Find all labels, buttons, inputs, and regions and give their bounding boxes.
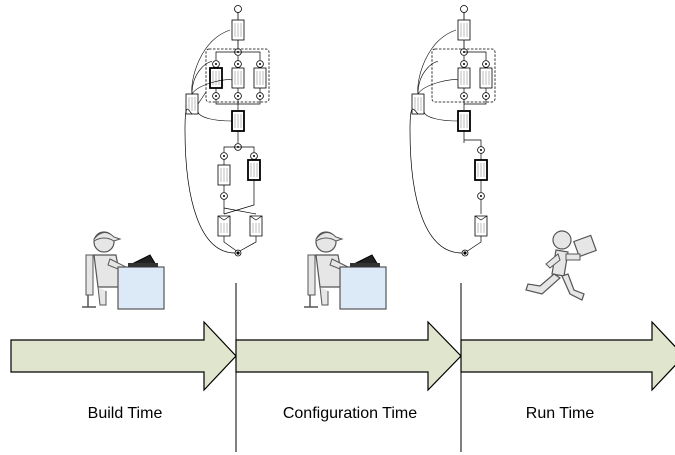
process-model-build xyxy=(184,5,270,257)
phase-arrow-run xyxy=(460,320,675,392)
process-model-run xyxy=(409,5,496,257)
phase-label-run: Run Time xyxy=(525,405,595,422)
running-person-carrying-box-icon xyxy=(525,230,597,301)
phase-label-configuration: Configuration Time xyxy=(282,405,418,422)
person-at-computer-icon xyxy=(304,231,387,310)
phase-arrow-config xyxy=(235,320,462,392)
phase-arrow-build xyxy=(10,320,237,392)
phase-label-build: Build Time xyxy=(87,405,163,422)
person-at-computer-icon xyxy=(82,231,165,310)
